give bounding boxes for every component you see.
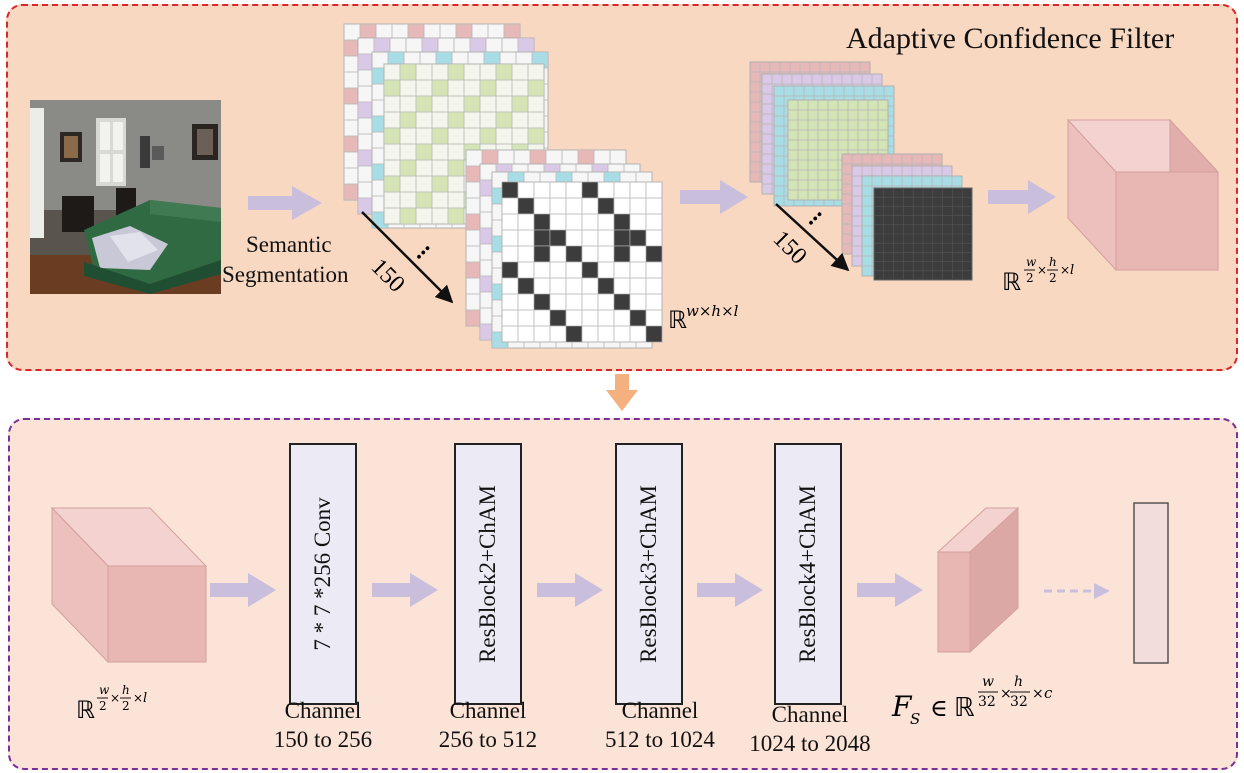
depth-count-label-2: 150 (768, 226, 812, 270)
feature-times-1: × (1000, 686, 1012, 702)
feature-base: ℝ (954, 693, 975, 723)
dim-whl-sup: w×h×l (686, 302, 739, 320)
dim-half-top-den-w: 2 (1026, 271, 1034, 285)
feature-F: F (891, 690, 913, 723)
dim-whl-base: ℝ (668, 306, 687, 334)
feature-in: ∈ (930, 694, 948, 722)
conv-caption: Channel 150 to 256 (243, 696, 403, 754)
down-arrow (606, 374, 638, 411)
dim-half-bottom-den-w: 2 (99, 699, 107, 713)
dim-half-bottom-w: w (99, 683, 110, 697)
resblock4-caption-line1: Channel (771, 702, 849, 727)
resblock2-caption: Channel 256 to 512 (408, 696, 568, 754)
resblock3-label: ResBlock3+ChAM (636, 485, 661, 663)
output-feature-cube (936, 506, 1020, 654)
dimension-whl: ℝ w×h×l (668, 302, 739, 334)
feature-den-w: 32 (978, 694, 996, 710)
resblock4-label: ResBlock4+ChAM (795, 485, 820, 663)
feature-dimension: F S ∈ ℝ w 32 × h 32 × c (891, 674, 1053, 728)
resblock4-caption: Channel 1024 to 2048 (730, 700, 890, 758)
dimension-half-top: ℝ w 2 × h 2 × l (1002, 255, 1074, 296)
dim-half-top-times-1: × (1037, 263, 1047, 277)
dimension-half-bottom: ℝ w 2 × h 2 × l (76, 683, 147, 724)
segmentation-label-line2: Segmentation (222, 262, 349, 287)
dim-half-top-times-2: × (1060, 263, 1070, 277)
depth-count-label-1: 150 (366, 254, 410, 298)
segmentation-grids (343, 23, 973, 349)
conv-caption-line2: 150 to 256 (273, 727, 373, 752)
resblock4-caption-line2: 1024 to 2048 (749, 731, 871, 756)
dim-half-top-base: ℝ (1002, 268, 1021, 296)
resblock3-caption-line2: 512 to 1024 (605, 727, 715, 752)
dim-half-bottom-times-2: × (133, 691, 143, 705)
dim-half-top-den-h: 2 (1049, 271, 1057, 285)
dim-half-top-h: h (1049, 255, 1057, 269)
mask-layer-4 (501, 181, 663, 343)
dim-half-top-l: l (1070, 263, 1074, 278)
panel-title: Adaptive Confidence Filter (846, 22, 1175, 55)
dim-half-bottom-den-h: 2 (122, 699, 130, 713)
resblock2-label: ResBlock2+ChAM (475, 485, 500, 663)
dim-half-bottom-times-1: × (110, 691, 120, 705)
output-vector (1133, 502, 1169, 664)
input-photo (30, 100, 221, 294)
feature-times-2: × (1032, 686, 1044, 702)
feature-w: w (982, 674, 994, 690)
resblock4-block: ResBlock4+ChAM (774, 443, 842, 705)
dim-half-bottom-l: l (143, 691, 147, 706)
conv-caption-line1: Channel (284, 698, 362, 723)
resblock2-caption-line1: Channel (449, 698, 527, 723)
depth-arrow-1 (361, 211, 454, 304)
resblock3-block: ResBlock3+ChAM (615, 443, 683, 705)
feature-den-h: 32 (1010, 694, 1028, 710)
conv-block-label: 7 * 7 *256 Conv (310, 497, 335, 651)
dim-half-top-w: w (1026, 255, 1037, 269)
feature-h: h (1014, 674, 1023, 690)
resblock2-caption-line2: 256 to 512 (438, 727, 538, 752)
feature-cube-bottom (50, 506, 208, 664)
resblock3-caption: Channel 512 to 1024 (580, 696, 740, 754)
dashed-arrow-head (1094, 583, 1110, 599)
flow-arrows (210, 180, 1056, 607)
feature-sub: S (910, 710, 920, 728)
dim-half-bottom-base: ℝ (76, 696, 95, 724)
conv-block: 7 * 7 *256 Conv (289, 443, 357, 705)
feature-c: c (1044, 684, 1053, 702)
feature-cube-top (1066, 118, 1220, 272)
segmentation-label-line1: Semantic (246, 232, 332, 257)
dim-half-bottom-h: h (122, 683, 130, 697)
depth-arrow-2 (775, 203, 850, 272)
resblock2-block: ResBlock2+ChAM (454, 443, 522, 705)
resblock3-caption-line1: Channel (621, 698, 699, 723)
